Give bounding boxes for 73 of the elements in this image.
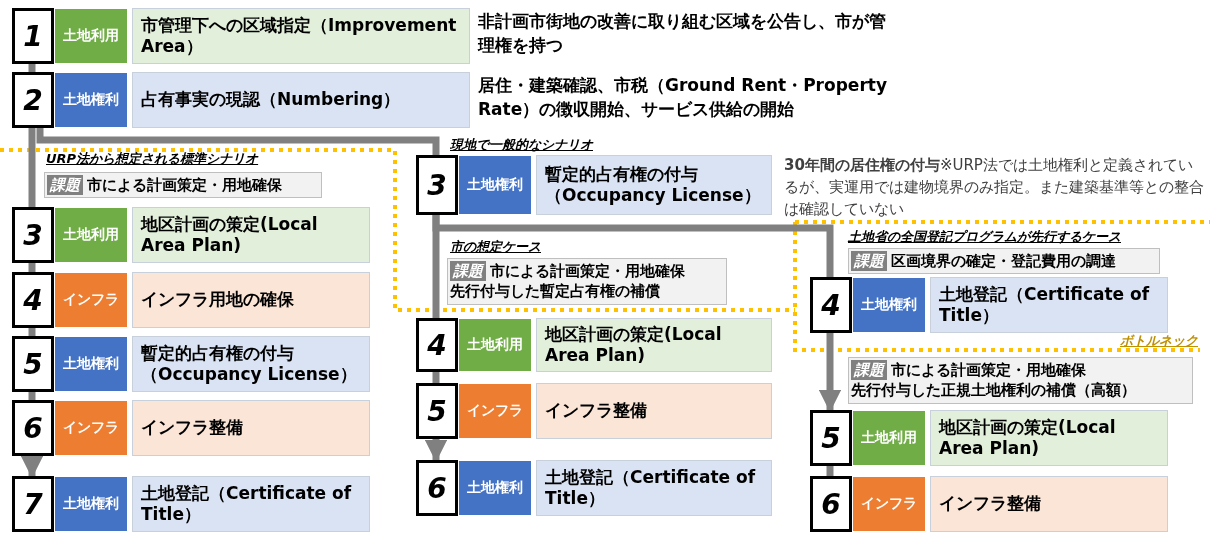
step-number: 7: [12, 476, 54, 532]
step-number: 3: [416, 155, 458, 215]
bottleneck-label: ボトルネック: [1120, 332, 1198, 350]
step-title: 暫定的占有権の付与（Occupancy License）: [132, 336, 370, 392]
issue-text: 先行付与した正規土地権利の補償（高額）: [851, 380, 1137, 401]
step-title: 地区計画の策定(Local Area Plan): [536, 318, 772, 372]
step-number: 6: [416, 460, 458, 516]
step-title: 土地登記（Certificate of Title）: [132, 476, 370, 532]
category-badge: 土地利用: [54, 8, 128, 64]
category-badge: 土地利用: [458, 318, 532, 372]
category-badge: インフラ: [54, 272, 128, 328]
issue-text: 市による計画策定・用地確保: [490, 261, 685, 282]
description-text: 非計画市街地の改善に取り組む区域を公告し、市が管理権を持つ: [478, 10, 887, 57]
step-title: 市管理下への区域指定（Improvement Area）: [132, 8, 470, 64]
issue-box: [848, 248, 1160, 275]
step-number: 5: [12, 336, 54, 392]
issue-tag: 課題: [851, 360, 887, 381]
scenario-heading: 現地で一般的なシナリオ: [450, 136, 593, 154]
step-number: 1: [12, 8, 54, 64]
step-number: 5: [810, 410, 852, 466]
step-title: 地区計画の策定(Local Area Plan): [132, 207, 370, 263]
category-badge: 土地権利: [458, 460, 532, 516]
issue-box: [848, 357, 1193, 404]
connector-line: [28, 328, 36, 336]
scenario-heading: 市の想定ケース: [450, 238, 541, 256]
category-badge: インフラ: [852, 476, 926, 532]
issue-text: 先行付与した暫定占有権の補償: [450, 281, 661, 302]
issue-tag: 課題: [47, 175, 83, 196]
category-badge: 土地利用: [852, 410, 926, 466]
description-text: 居住・建築確認、市税（Ground Rent・Property Rate）の徴収開始、サービス供給の開始: [478, 74, 888, 121]
connector-line: [28, 128, 36, 207]
step-title: 土地登記（Certificate of Title）: [536, 460, 772, 516]
category-badge: 土地権利: [852, 277, 926, 333]
step-title: インフラ用地の確保: [132, 272, 370, 328]
step-number: 4: [810, 277, 852, 333]
step-number: 6: [810, 476, 852, 532]
description-text: 30年間の居住権の付与※URP法では土地権利と定義されているが、実運用では建物境界のみ指定。また建築基準等との整合は確認していない: [784, 155, 1204, 220]
step-title: 土地登記（Certificate of Title）: [930, 277, 1168, 333]
scenario-heading: 土地省の全国登記プログラムが先行するケース: [848, 228, 1121, 246]
issue-box: [44, 172, 322, 199]
issue-text: 市による計画策定・用地確保: [891, 360, 1086, 381]
issue-box: [447, 258, 727, 305]
issue-tag: 課題: [450, 261, 486, 282]
category-badge: 土地権利: [458, 155, 532, 215]
issue-text: 市による計画策定・用地確保: [87, 175, 282, 196]
connector-line: [28, 263, 36, 272]
connector-line: [826, 466, 834, 476]
step-title: 占有事実の現認（Numbering）: [132, 72, 470, 128]
step-title: インフラ整備: [132, 400, 370, 456]
connector-line: [28, 392, 36, 400]
issue-tag: 課題: [851, 251, 887, 272]
step-title: インフラ整備: [930, 476, 1168, 532]
step-title: 暫定的占有権の付与（Occupancy License）: [536, 155, 772, 215]
connector-line: [432, 215, 834, 277]
step-number: 4: [12, 272, 54, 328]
category-badge: 土地権利: [54, 476, 128, 532]
category-badge: 土地利用: [54, 207, 128, 263]
issue-text: 区画境界の確定・登記費用の調達: [891, 251, 1116, 272]
step-number: 2: [12, 72, 54, 128]
connector-line: [28, 64, 36, 72]
connector-line: [432, 372, 440, 383]
category-badge: インフラ: [54, 400, 128, 456]
step-title: インフラ整備: [536, 383, 772, 439]
step-number: 6: [12, 400, 54, 456]
category-badge: 土地権利: [54, 72, 128, 128]
connector-line: [36, 128, 440, 155]
step-number: 5: [416, 383, 458, 439]
category-badge: インフラ: [458, 383, 532, 439]
category-badge: 土地権利: [54, 336, 128, 392]
step-number: 4: [416, 318, 458, 372]
step-title: 地区計画の策定(Local Area Plan): [930, 410, 1168, 466]
scenario-heading: URP法から想定される標準シナリオ: [46, 150, 259, 168]
step-number: 3: [12, 207, 54, 263]
